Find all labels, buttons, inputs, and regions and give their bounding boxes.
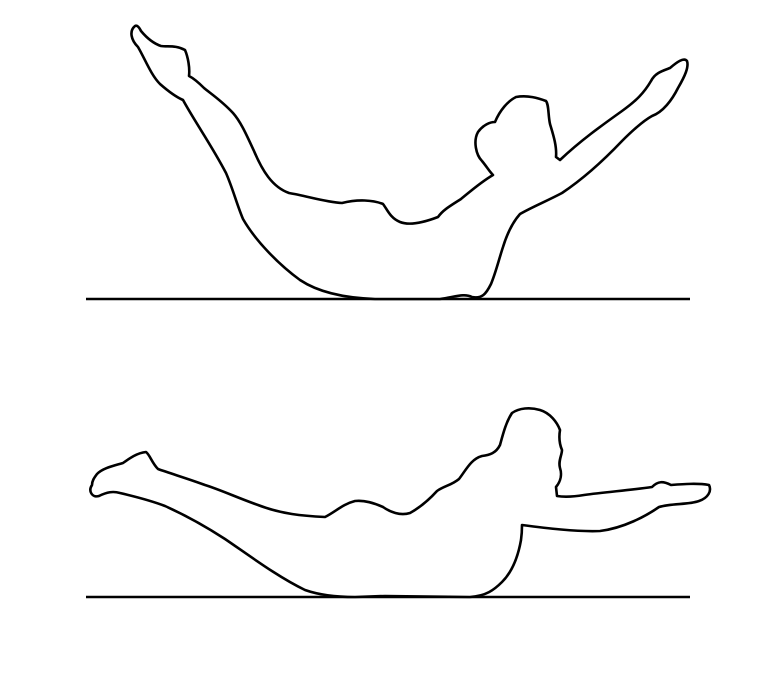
person-silhouette-icon <box>89 407 712 599</box>
figure-high-extension <box>86 24 690 301</box>
figure-low-extension <box>86 407 712 599</box>
person-silhouette-icon <box>130 24 689 301</box>
